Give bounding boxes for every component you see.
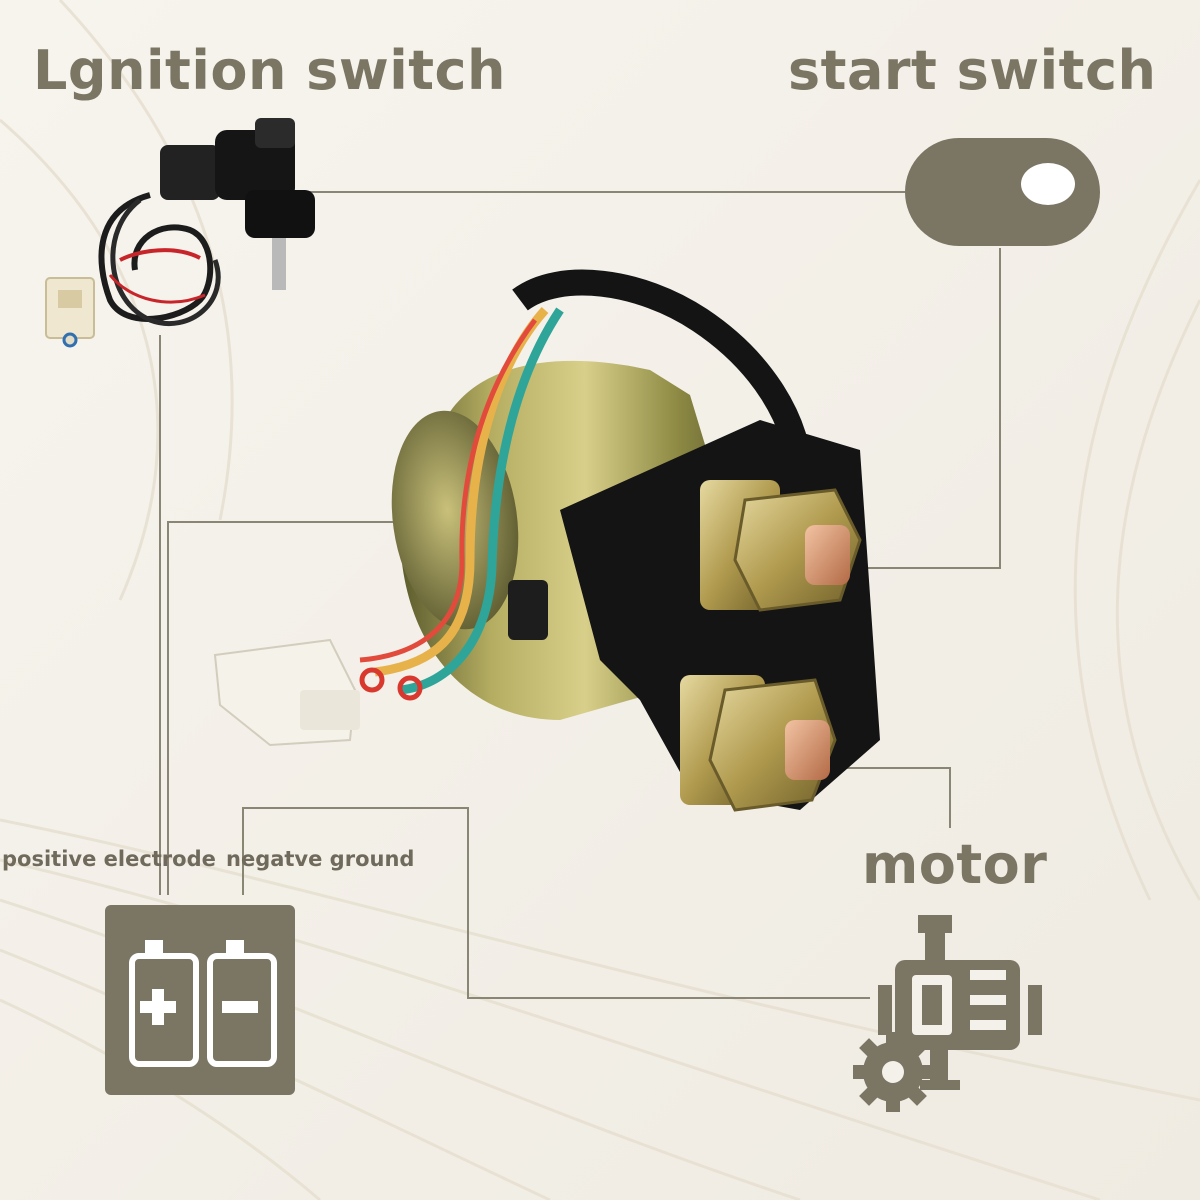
start-switch-label: start switch	[788, 39, 1157, 102]
battery-icon	[105, 905, 295, 1095]
ignition-switch-image	[45, 118, 315, 348]
motor-label: motor	[862, 833, 1048, 896]
ignition-switch-label: Lgnition switch	[33, 39, 506, 102]
positive-electrode-label: positive electrode	[2, 847, 216, 871]
negative-ground-label: negatve ground	[226, 847, 415, 871]
connector-lines	[159, 191, 1001, 999]
motor-icon	[853, 915, 1042, 1112]
starter-solenoid-image	[213, 269, 880, 812]
toggle-switch-icon	[905, 138, 1100, 246]
